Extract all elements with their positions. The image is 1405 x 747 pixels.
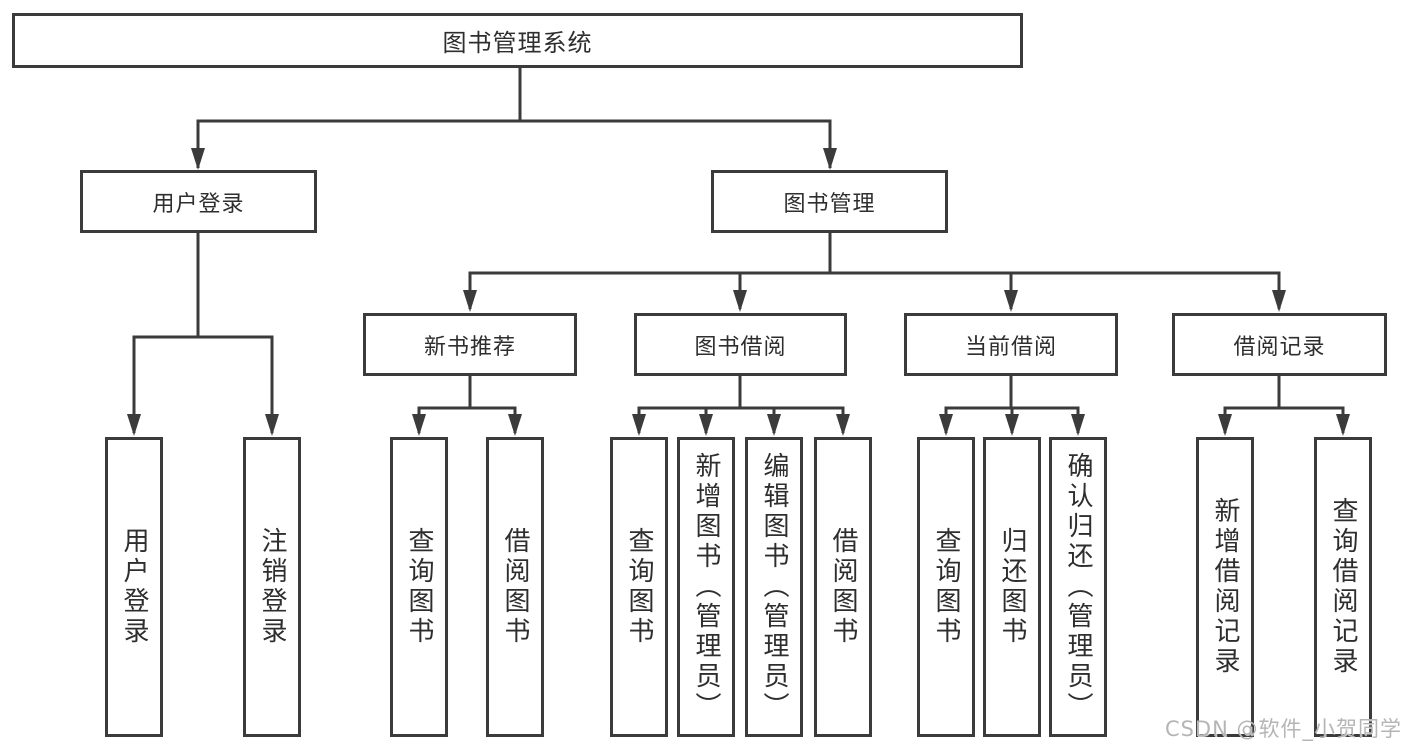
leaf-current-query-books: 查询图书 — [917, 437, 975, 737]
leaf-current-query-books-label: 查询图书 — [931, 527, 961, 647]
arrowhead-icon — [632, 414, 646, 436]
node-new-book-recommend: 新书推荐 — [363, 313, 577, 376]
arrowhead-icon — [823, 148, 837, 170]
edges-current-borrow-to-leaves — [939, 376, 1085, 436]
arrowhead-icon — [191, 148, 205, 170]
arrowhead-icon — [1004, 290, 1018, 312]
arrowhead-icon — [1336, 414, 1350, 436]
arrowhead-icon — [127, 414, 141, 436]
edges-borrow-records-to-leaves — [1218, 376, 1350, 436]
connector-line — [196, 119, 832, 168]
leaf-current-confirm-return-admin: 确认归还（管理员） — [1049, 437, 1107, 737]
arrowhead-icon — [412, 414, 426, 436]
arrowhead-icon — [463, 290, 477, 312]
leaf-current-return-books: 归还图书 — [983, 437, 1041, 737]
node-book-borrow-label: 图书借阅 — [694, 334, 787, 360]
leaf-borrow-borrow-books: 借阅图书 — [814, 437, 872, 737]
arrowhead-icon — [1218, 414, 1232, 436]
connector-line — [417, 406, 517, 433]
arrowhead-icon — [733, 290, 747, 312]
leaf-borrow-add-books-admin: 新增图书（管理员） — [677, 437, 735, 737]
leaf-current-return-books-label: 归还图书 — [997, 527, 1027, 647]
edges-root-to-level2 — [191, 68, 837, 170]
arrowhead-icon — [265, 414, 279, 436]
arrowhead-icon — [1005, 414, 1019, 436]
leaf-records-query-record-label: 查询借阅记录 — [1328, 497, 1358, 677]
node-book-management: 图书管理 — [711, 170, 948, 233]
node-book-management-label: 图书管理 — [783, 191, 876, 217]
arrowhead-icon — [939, 414, 953, 436]
leaf-logout: 注销登录 — [243, 437, 301, 737]
leaf-borrow-borrow-books-label: 借阅图书 — [828, 527, 858, 647]
arrowhead-icon — [1272, 290, 1286, 312]
node-root-label: 图书管理系统 — [442, 29, 593, 57]
leaf-recommend-query-books: 查询图书 — [390, 437, 448, 737]
leaf-logout-label: 注销登录 — [257, 527, 287, 647]
connector-line — [132, 335, 274, 433]
leaf-borrow-edit-books-admin-label: 编辑图书（管理员） — [759, 452, 789, 722]
connector-line — [637, 406, 845, 433]
edges-user-login-to-leaves — [127, 233, 279, 436]
arrowhead-icon — [699, 414, 713, 436]
leaf-borrow-edit-books-admin: 编辑图书（管理员） — [745, 437, 803, 737]
csdn-watermark: CSDN @软件_小贺同学 — [1164, 717, 1402, 741]
leaf-current-confirm-return-admin-label: 确认归还（管理员） — [1063, 452, 1093, 722]
node-book-borrow: 图书借阅 — [634, 313, 847, 376]
leaf-records-query-record: 查询借阅记录 — [1314, 437, 1372, 737]
leaf-recommend-query-books-label: 查询图书 — [404, 527, 434, 647]
edges-new-book-recommend-to-leaves — [412, 376, 522, 436]
leaf-records-add-record-label: 新增借阅记录 — [1210, 497, 1240, 677]
leaf-user-login: 用户登录 — [105, 437, 163, 737]
leaf-recommend-borrow-books-label: 借阅图书 — [500, 527, 530, 647]
node-current-borrow: 当前借阅 — [904, 313, 1118, 376]
leaf-borrow-add-books-admin-label: 新增图书（管理员） — [691, 452, 721, 722]
node-borrow-records-label: 借阅记录 — [1233, 334, 1326, 360]
node-new-book-recommend-label: 新书推荐 — [423, 334, 516, 360]
leaf-borrow-query-books-label: 查询图书 — [624, 527, 654, 647]
node-user-login: 用户登录 — [80, 170, 317, 233]
connector-line — [468, 271, 1281, 309]
node-current-borrow-label: 当前借阅 — [964, 334, 1057, 360]
node-borrow-records: 借阅记录 — [1172, 313, 1387, 376]
edges-book-borrow-to-leaves — [632, 376, 850, 436]
arrowhead-icon — [1071, 414, 1085, 436]
node-user-login-label: 用户登录 — [152, 191, 245, 217]
leaf-borrow-query-books: 查询图书 — [610, 437, 668, 737]
arrowhead-icon — [508, 414, 522, 436]
node-root: 图书管理系统 — [12, 13, 1023, 68]
leaf-user-login-label: 用户登录 — [119, 527, 149, 647]
leaf-recommend-borrow-books: 借阅图书 — [486, 437, 544, 737]
edges-book-management-to-level3 — [463, 233, 1286, 312]
arrowhead-icon — [836, 414, 850, 436]
connector-line — [1223, 406, 1345, 433]
leaf-records-add-record: 新增借阅记录 — [1196, 437, 1254, 737]
arrowhead-icon — [767, 414, 781, 436]
